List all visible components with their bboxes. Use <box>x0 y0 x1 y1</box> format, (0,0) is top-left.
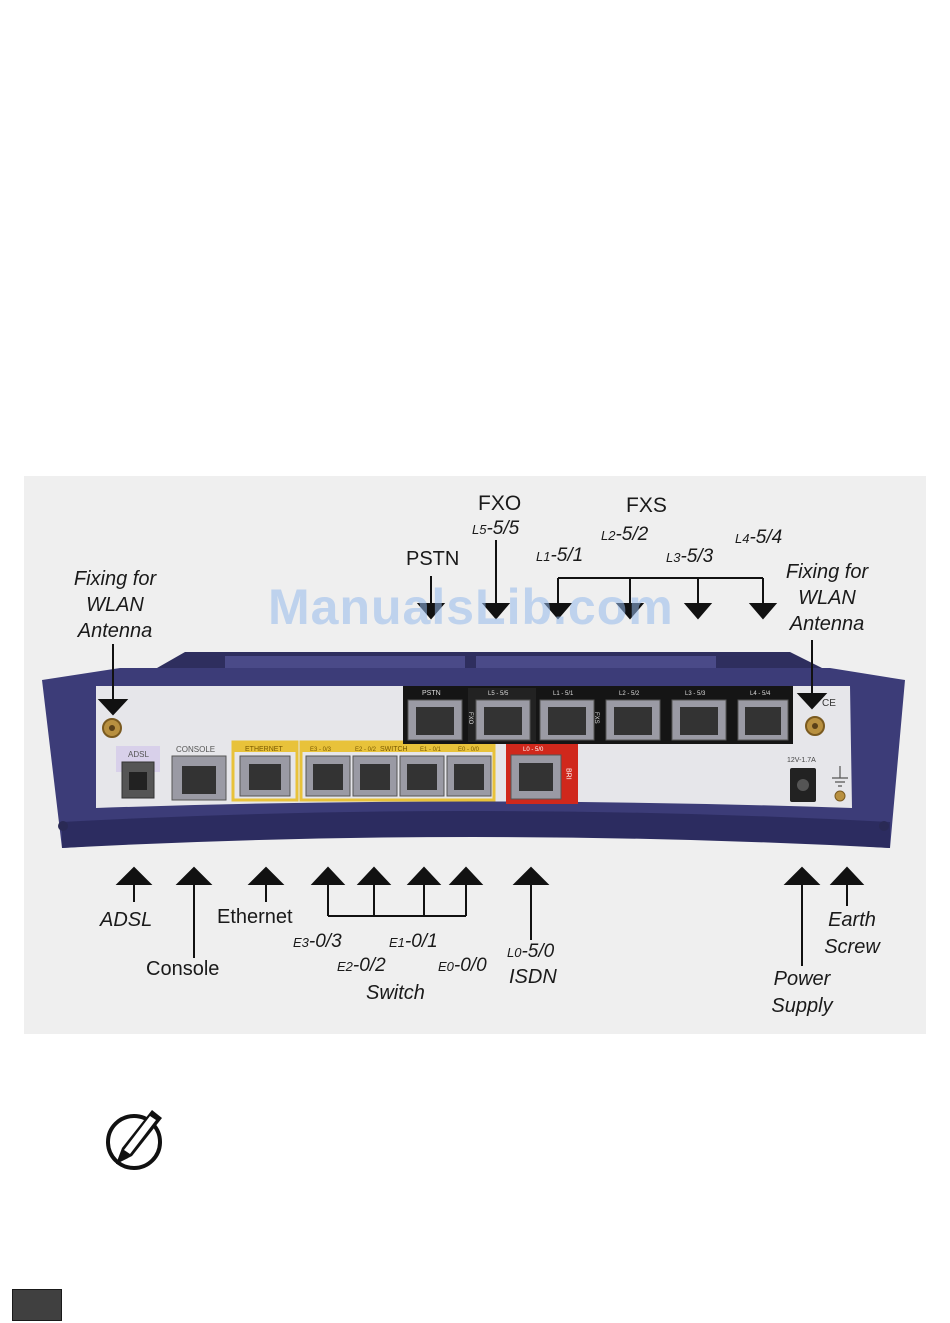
fxs-port-tag-4: L4 - 5/4 <box>750 691 771 697</box>
fxs-side-label: FXS <box>593 712 599 724</box>
label-switch: Switch <box>366 982 425 1004</box>
fxs-port-tag-3: L3 - 5/3 <box>685 691 706 697</box>
bri-label: BRI <box>565 768 572 780</box>
label-switch-port-1: E1-0/1 <box>389 931 438 952</box>
label-ethernet: Ethernet <box>217 906 293 928</box>
power-rating: 12V-1.7A <box>787 757 816 764</box>
label-switch-port-3: E3-0/3 <box>293 931 342 952</box>
label-switch-port-2: E2-0/2 <box>337 955 386 976</box>
fxs-ports <box>539 699 789 741</box>
bri-port-tag: L0 - 5/0 <box>523 747 544 753</box>
label-fxs-port-4: L4-5/4 <box>735 527 783 548</box>
ce-mark: CE <box>822 698 836 709</box>
switch-port-tag-2: E2 - 0/2 <box>355 747 377 753</box>
switch-ports <box>305 755 492 797</box>
earth-screw <box>834 790 846 802</box>
switch-port-label: SWITCH <box>380 746 408 753</box>
callout-arrows <box>97 540 865 966</box>
label-adsl: ADSL <box>100 909 153 931</box>
switch-port-tag-3: E3 - 0/3 <box>310 747 332 753</box>
label-fxo-port: L5-5/5 <box>472 518 520 539</box>
label-fxs-port-1: L1-5/1 <box>536 545 584 566</box>
label-pstn: PSTN <box>406 548 460 570</box>
fxo-port-tag: L5 - 5/5 <box>488 691 509 697</box>
label-switch-port-0: E0-0/0 <box>438 955 487 976</box>
adsl-port-label: ADSL <box>128 750 149 759</box>
earth-symbol <box>832 766 848 787</box>
note-pencil-icon <box>106 1110 162 1170</box>
pstn-port-label: PSTN <box>422 690 441 697</box>
fxs-port-tag-2: L2 - 5/2 <box>619 691 640 697</box>
label-isdn: ISDN <box>509 966 557 988</box>
label-fxs: FXS <box>626 494 667 517</box>
label-fxs-port-2: L2-5/2 <box>601 524 649 545</box>
label-fxo: FXO <box>478 492 522 515</box>
watermark: ManualsLib.com <box>268 579 674 635</box>
fxo-side-label: FXO <box>467 712 473 725</box>
page-tab-marker <box>12 1289 62 1321</box>
switch-port-tag-0: E0 - 0/0 <box>458 747 480 753</box>
ethernet-port-label: ETHERNET <box>245 746 283 753</box>
label-fxs-port-3: L3-5/3 <box>666 546 714 567</box>
label-isdn-port: L0-5/0 <box>507 941 555 962</box>
label-console: Console <box>146 958 220 980</box>
chassis-bottom <box>62 811 890 848</box>
console-port-label: CONSOLE <box>176 745 215 754</box>
fxs-port-tag-1: L1 - 5/1 <box>553 691 574 697</box>
switch-port-tag-1: E1 - 0/1 <box>420 747 442 753</box>
